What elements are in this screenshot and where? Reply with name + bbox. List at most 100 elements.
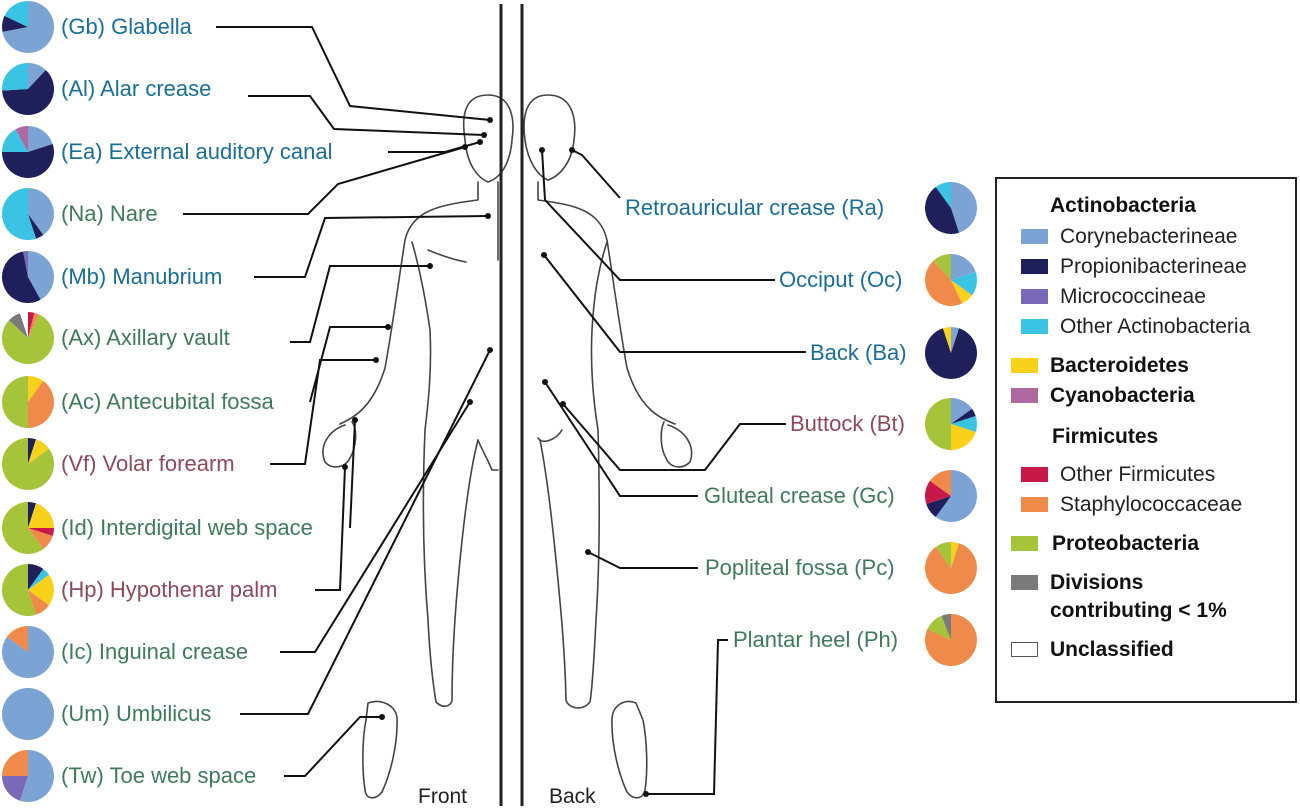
gluteal-crease-gc-pie-slice-staph <box>929 470 951 496</box>
gluteal-crease-gc-point <box>542 379 548 385</box>
occiput-oc-pie <box>924 254 977 307</box>
legend-swatch-coryne <box>1021 229 1048 244</box>
back-ba-label: Back (Ba) <box>810 340 907 365</box>
popliteal-fossa-pc-pie-slice-proteo <box>935 542 951 568</box>
um-umbilicus-label: (Um) Umbilicus <box>61 701 212 726</box>
ax-axillary-vault-pie-slice-minor <box>9 313 28 338</box>
legend-label-proteobacteria: Proteobacteria <box>1052 532 1200 555</box>
occiput-oc-label: Occiput (Oc) <box>779 267 903 292</box>
vf-volar-forearm-pie-slice-bacteroidetes <box>28 439 50 464</box>
retroauricular-crease-ra-pie-slice-coryne <box>951 182 977 233</box>
legend-swatch-unclassified <box>1011 642 1038 657</box>
legend-label-minor-line2: contributing < 1% <box>1050 599 1227 622</box>
legend-label-cyanobacteria: Cyanobacteria <box>1050 384 1195 407</box>
legend-label-other-actino: Other Actinobacteria <box>1060 315 1251 338</box>
legend-label-coryne: Corynebacterineae <box>1060 225 1238 248</box>
legend-swatch-minor-divisions <box>1011 575 1038 590</box>
gb-glabella-leader-line <box>216 26 491 121</box>
um-umbilicus-leader-line <box>240 349 491 715</box>
back-body-outline-4 <box>537 429 563 442</box>
gb-glabella-pie <box>2 1 54 53</box>
occiput-oc-leader-line <box>541 149 775 281</box>
legend-firmicutes-header: Firmicutes <box>1052 425 1159 448</box>
occiput-oc-pie-slice-bacteroidetes <box>951 280 973 304</box>
al-alar-crease-pie-slice-coryne <box>28 63 46 89</box>
plantar-heel-ph-label: Plantar heel (Ph) <box>733 627 899 652</box>
legend: Actinobacteria Corynebacterineae Propion… <box>995 177 1297 703</box>
al-alar-crease-pie-slice-otherActino <box>1 63 28 91</box>
ac-antecubital-fossa-pie-slice-proteo <box>2 376 28 428</box>
ea-external-auditory-canal-label: (Ea) External auditory canal <box>61 139 333 164</box>
hp-hypothenar-palm-pie-slice-propioni <box>28 564 44 590</box>
vf-volar-forearm-pie-slice-proteo <box>2 438 54 490</box>
legend-label-micrococc: Micrococcineae <box>1060 285 1206 308</box>
ax-axillary-vault-label: (Ax) Axillary vault <box>61 325 230 350</box>
front-body-outline-6 <box>427 249 467 263</box>
id-interdigital-web-space-pie-slice-proteo <box>1 502 44 554</box>
ac-antecubital-fossa-pie-slice-staph <box>28 380 55 428</box>
vf-volar-forearm-pie-slice-propioni <box>28 438 37 464</box>
hp-hypothenar-palm-label: (Hp) Hypothenar palm <box>61 577 278 602</box>
plantar-heel-ph-leader-line <box>646 639 728 795</box>
ea-external-auditory-canal-point <box>477 139 483 145</box>
legend-swatch-bacteroidetes <box>1011 358 1038 373</box>
popliteal-fossa-pc-pie <box>925 542 977 595</box>
ax-axillary-vault-pie <box>2 312 55 364</box>
occiput-oc-point <box>539 147 545 153</box>
front-body-outline-1 <box>339 181 479 425</box>
front-body-outline-5 <box>322 421 357 468</box>
ea-external-auditory-canal-pie-slice-otherActino <box>2 129 28 152</box>
tw-toe-web-space-point <box>379 714 385 720</box>
ax-axillary-vault-point <box>427 263 433 269</box>
ic-inguinal-crease-pie <box>2 626 55 679</box>
legend-actinobacteria-header: Actinobacteria <box>1050 194 1196 217</box>
buttock-bt-pie-slice-bacteroidetes <box>951 424 976 450</box>
mb-manubrium-label: (Mb) Manubrium <box>61 264 223 289</box>
retroauricular-crease-ra-label: Retroauricular crease (Ra) <box>625 195 885 220</box>
retroauricular-crease-ra-point <box>569 147 575 153</box>
gluteal-crease-gc-label: Gluteal crease (Gc) <box>704 483 895 508</box>
ac-antecubital-fossa-point <box>385 324 391 330</box>
plantar-heel-ph-pie-slice-proteo <box>927 615 951 640</box>
occiput-oc-pie-slice-staph <box>924 261 963 307</box>
mb-manubrium-point <box>485 213 491 219</box>
tw-toe-web-space-label: (Tw) Toe web space <box>61 763 257 788</box>
ax-axillary-vault-pie-slice-staph <box>28 312 40 338</box>
mb-manubrium-pie-slice-coryne <box>28 251 54 300</box>
legend-label-minor-line1: Divisions <box>1050 571 1144 594</box>
mb-manubrium-pie-slice-micrococc <box>23 251 28 277</box>
al-alar-crease-label: (Al) Alar crease <box>61 76 212 101</box>
ac-antecubital-fossa-pie-slice-bacteroidetes <box>28 376 44 402</box>
hp-hypothenar-palm-pie-slice-staph <box>28 590 50 615</box>
id-interdigital-web-space-pie <box>1 502 54 554</box>
legend-label-staph: Staphylococcaceae <box>1060 493 1243 516</box>
plantar-heel-ph-point <box>643 791 649 797</box>
al-alar-crease-point <box>481 132 487 138</box>
hp-hypothenar-palm-point <box>342 464 348 470</box>
back-ba-point <box>541 252 547 258</box>
occiput-oc-pie-slice-coryne <box>951 254 976 280</box>
na-nare-leader-line <box>183 146 466 215</box>
legend-label-unclassified: Unclassified <box>1050 638 1174 661</box>
tw-toe-web-space-leader-line <box>284 716 382 777</box>
back-ba-pie <box>925 327 978 379</box>
popliteal-fossa-pc-leader-line <box>587 551 698 569</box>
hp-hypothenar-palm-pie-slice-bacteroidetes <box>28 574 55 606</box>
gluteal-crease-gc-pie-slice-propioni <box>926 496 951 518</box>
na-nare-point <box>462 144 468 150</box>
legend-swatch-other-firmicutes <box>1021 467 1048 482</box>
ic-inguinal-crease-pie-slice-staph <box>6 626 29 652</box>
tw-toe-web-space-pie-slice-micrococc <box>2 776 28 801</box>
mb-manubrium-pie <box>2 251 54 303</box>
buttock-bt-pie <box>925 398 977 450</box>
ac-antecubital-fossa-pie <box>2 376 55 428</box>
retroauricular-crease-ra-pie-slice-propioni <box>925 186 960 234</box>
legend-swatch-cyanobacteria <box>1011 388 1038 403</box>
occiput-oc-pie-slice-proteo <box>933 254 951 280</box>
back-foot-outline <box>611 700 648 799</box>
gluteal-crease-gc-pie <box>925 470 978 522</box>
ea-external-auditory-canal-pie-slice-propioni <box>2 143 55 178</box>
hp-hypothenar-palm-leader-line <box>315 466 346 591</box>
occiput-oc-pie-slice-otherActino <box>951 271 977 296</box>
